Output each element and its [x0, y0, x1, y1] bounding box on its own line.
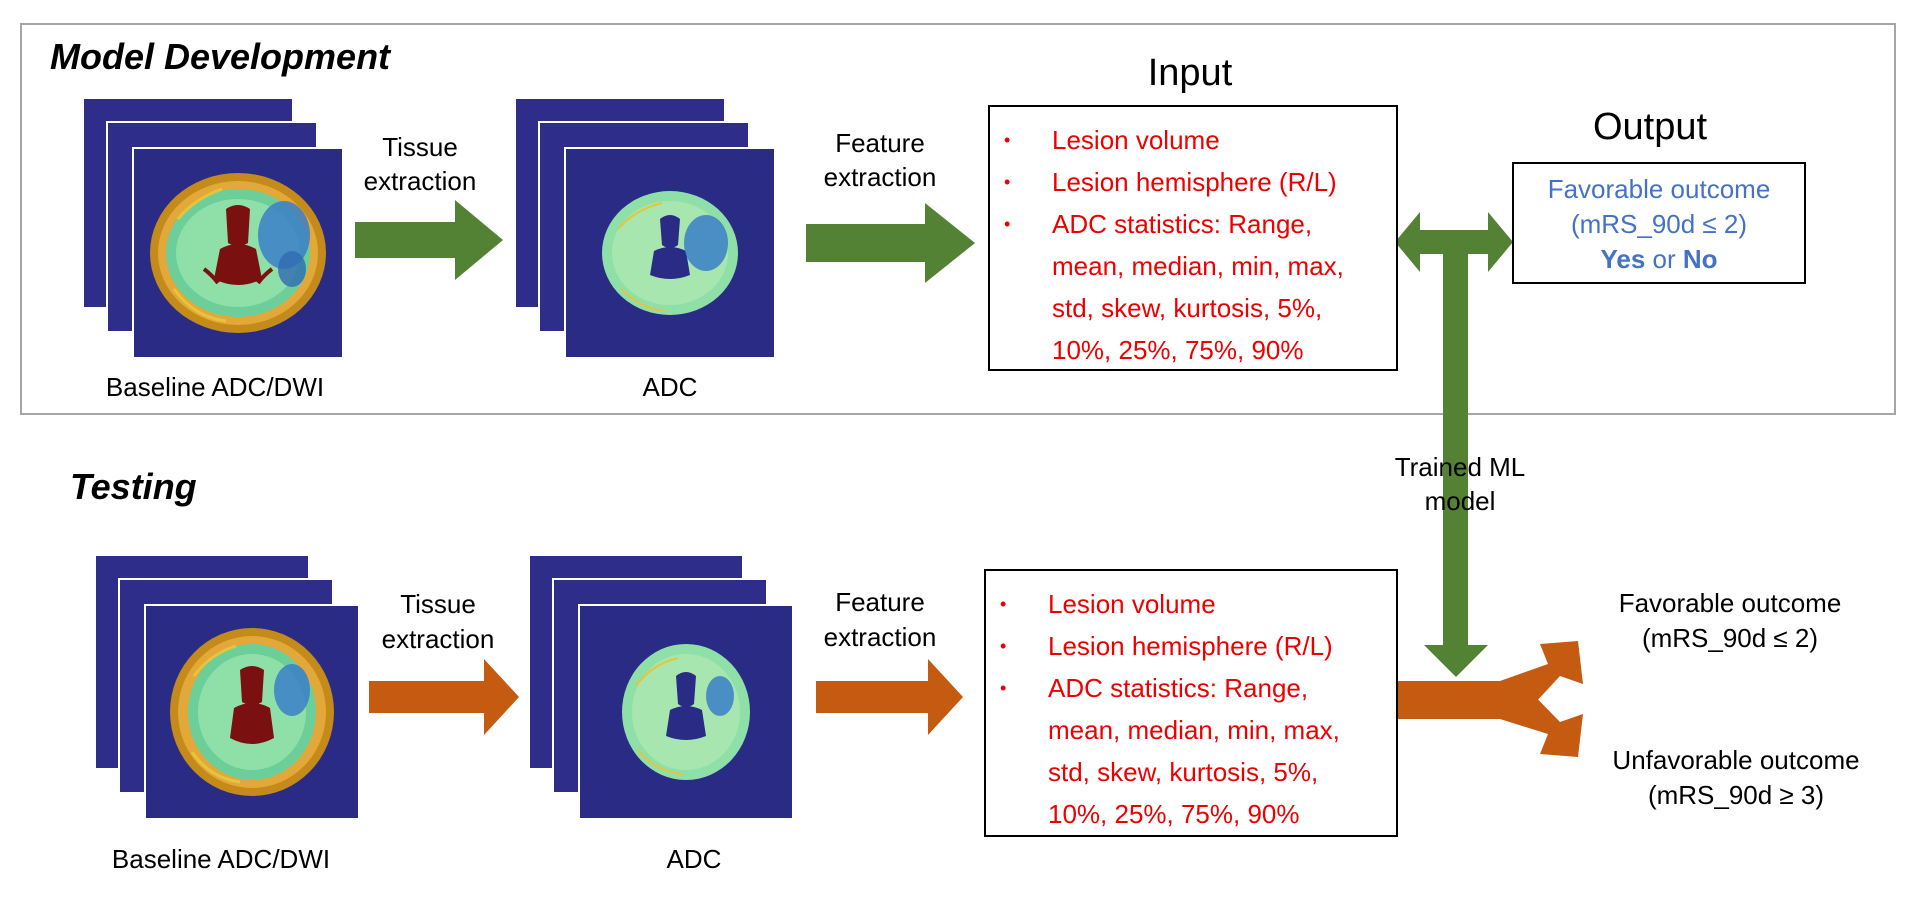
test-feature-list: •Lesion volume •Lesion hemisphere (R/L) … [986, 571, 1396, 835]
feature-text: mean, median, min, max, [1048, 715, 1340, 745]
development-title: Model Development [50, 36, 391, 77]
output-yes: Yes [1600, 244, 1646, 274]
trained-model-arrow [1424, 254, 1488, 677]
dev-tissue-label-1: Tissue [382, 132, 458, 162]
brain-image-adc [602, 191, 738, 315]
feature-item: std, skew, kurtosis, 5%, [1004, 287, 1396, 329]
slide-front [578, 604, 794, 820]
feature-item: mean, median, min, max, [1000, 709, 1396, 751]
bullet-icon: • [1000, 678, 1007, 698]
test-feature-label-1: Feature [835, 587, 925, 617]
trained-model-label-1: Trained ML [1394, 452, 1526, 482]
feature-text: 10%, 25%, 75%, 90% [1052, 335, 1304, 365]
trained-model-label-2: model [1424, 486, 1496, 516]
feature-text: std, skew, kurtosis, 5%, [1048, 757, 1319, 787]
output-header: Output [1592, 106, 1708, 148]
favorable-outcome-label-2: (mRS_90d ≤ 2) [1641, 623, 1819, 653]
test-feature-arrow [816, 659, 963, 735]
dev-input-box: •Lesion volume •Lesion hemisphere (R/L) … [988, 105, 1398, 371]
dev-tissue-label-2: extraction [363, 166, 477, 196]
slide-front [564, 147, 776, 359]
dev-feature-label-2: extraction [823, 162, 937, 192]
feature-text: Lesion volume [1048, 589, 1216, 619]
test-lower-branch [1500, 681, 1583, 757]
bullet-icon: • [1000, 594, 1007, 614]
feature-text: 10%, 25%, 75%, 90% [1048, 799, 1300, 829]
development-frame [20, 23, 1896, 415]
slide-front [144, 604, 360, 820]
output-no: No [1682, 244, 1718, 274]
feature-text: Lesion hemisphere (R/L) [1048, 631, 1333, 661]
test-tissue-arrow [369, 659, 519, 735]
feature-text: std, skew, kurtosis, 5%, [1052, 293, 1323, 323]
test-baseline-label: Baseline ADC/DWI [111, 844, 331, 874]
feature-item: • ADC statistics: Range, [1000, 667, 1396, 709]
dev-baseline-label: Baseline ADC/DWI [105, 372, 325, 402]
brain-image-test-baseline [170, 628, 334, 796]
test-split-stem [1395, 681, 1508, 719]
feature-item: • Lesion hemisphere (R/L) [1000, 625, 1396, 667]
test-arrows [369, 641, 1583, 757]
unfavorable-outcome-label-1: Unfavorable outcome [1612, 745, 1860, 775]
dev-feature-list: •Lesion volume •Lesion hemisphere (R/L) … [990, 107, 1396, 371]
bullet-icon: • [1004, 214, 1011, 234]
feature-item: • ADC statistics: Range, [1004, 203, 1396, 245]
feature-text: mean, median, min, max, [1052, 251, 1344, 281]
input-header: Input [1147, 52, 1233, 94]
feature-text: Lesion hemisphere (R/L) [1052, 167, 1337, 197]
feature-item: • Lesion hemisphere (R/L) [1004, 161, 1396, 203]
dev-feature-label-1: Feature [835, 128, 925, 158]
test-input-box: •Lesion volume •Lesion hemisphere (R/L) … [984, 569, 1398, 837]
test-adc-label: ADC [666, 844, 722, 874]
dev-output-box: Favorable outcome (mRS_90d ≤ 2) Yes or N… [1512, 162, 1806, 284]
testing-title: Testing [70, 466, 197, 507]
test-tissue-label-2: extraction [381, 624, 495, 654]
dev-bidirectional-arrow [1395, 212, 1513, 272]
feature-item: mean, median, min, max, [1004, 245, 1396, 287]
bullet-icon: • [1004, 130, 1011, 150]
dev-arrows [355, 200, 1513, 677]
favorable-outcome-label-1: Favorable outcome [1618, 588, 1842, 618]
output-line-3: Yes or No [1514, 242, 1804, 277]
feature-item: • Lesion volume [1000, 583, 1396, 625]
brain-image-baseline [150, 173, 326, 333]
unfavorable-outcome-label-2: (mRS_90d ≥ 3) [1647, 780, 1825, 810]
feature-item: std, skew, kurtosis, 5%, [1000, 751, 1396, 793]
output-line-1: Favorable outcome [1547, 174, 1771, 204]
feature-item: 10%, 25%, 75%, 90% [1004, 329, 1396, 371]
dev-adc-label: ADC [642, 372, 698, 402]
bullet-icon: • [1004, 172, 1011, 192]
feature-item: 10%, 25%, 75%, 90% [1000, 793, 1396, 835]
output-line-2: (mRS_90d ≤ 2) [1570, 209, 1748, 239]
test-feature-label-2: extraction [823, 622, 937, 652]
dev-tissue-arrow [355, 200, 503, 280]
slide-front [132, 147, 344, 359]
feature-text: Lesion volume [1052, 125, 1220, 155]
feature-text: ADC statistics: Range, [1052, 209, 1313, 239]
brain-image-test-adc [622, 644, 750, 780]
dev-feature-arrow [806, 203, 975, 283]
output-or: or [1645, 244, 1683, 274]
test-tissue-label-1: Tissue [400, 589, 476, 619]
feature-item: • Lesion volume [1004, 119, 1396, 161]
bullet-icon: • [1000, 636, 1007, 656]
feature-text: ADC statistics: Range, [1048, 673, 1309, 703]
